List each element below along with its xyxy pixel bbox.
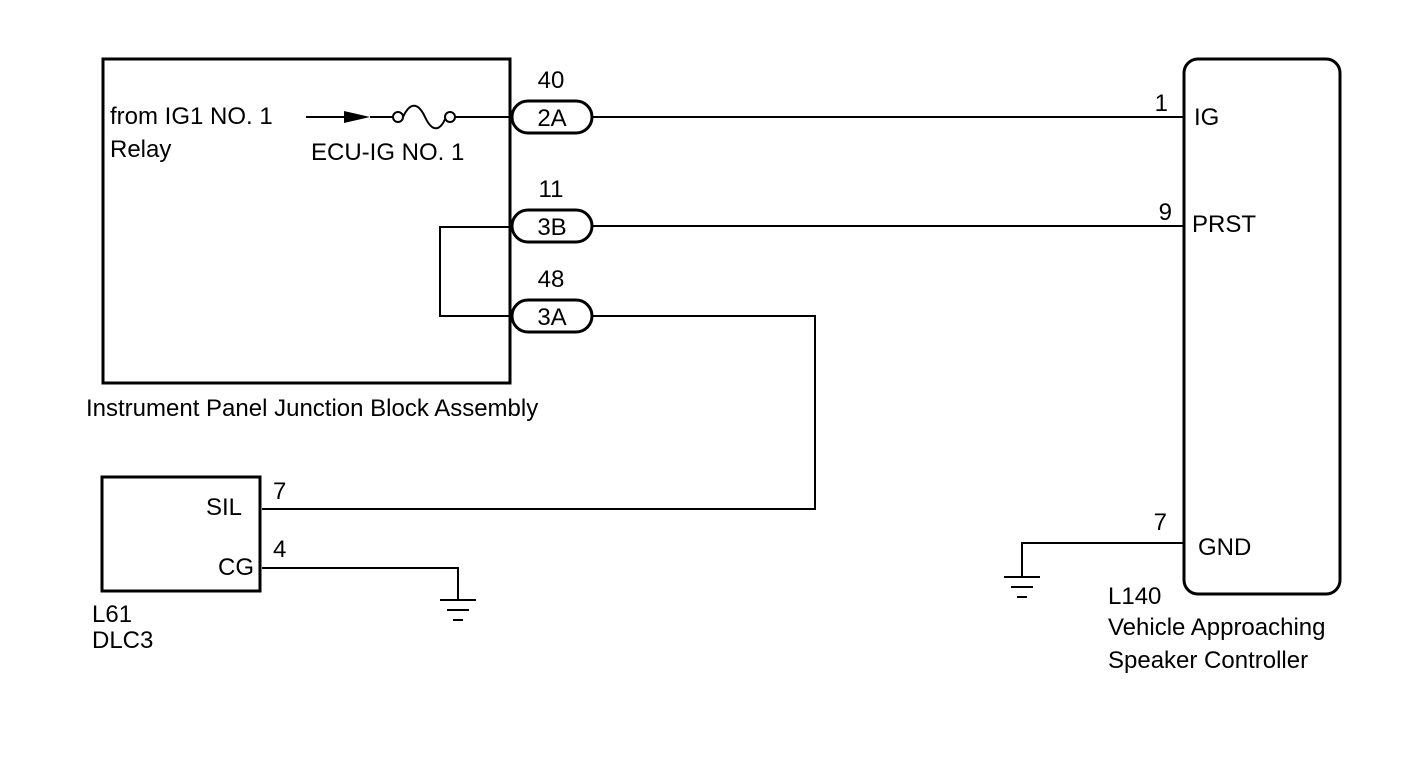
dlc3-outline (100, 475, 262, 593)
connector-3b-pin: 11 (539, 176, 564, 203)
fuse-label: ECU-IG NO. 1 (311, 139, 464, 166)
dlc3-pin-cg: 4 (273, 536, 286, 563)
connector-3a: 48 3A (510, 266, 594, 334)
feed-arrow (306, 111, 393, 123)
controller-pin-gnd: 7 (1154, 509, 1167, 536)
connector-3a-id: 3A (537, 304, 566, 331)
connector-2a: 40 2A (510, 67, 594, 135)
dlc3-name: DLC3 (92, 627, 153, 654)
speaker-controller-outline (1182, 57, 1342, 596)
source-label-line2: Relay (110, 136, 171, 163)
controller-name-line1: Vehicle Approaching (1108, 614, 1326, 641)
dlc3-terminal-sil: SIL (206, 494, 242, 521)
jumper-3b-3a (439, 226, 513, 317)
junction-block-name: Instrument Panel Junction Block Assembly (86, 395, 538, 422)
wire-cg (262, 567, 459, 600)
speaker-controller: 1 IG 9 PRST 7 GND L140 Vehicle Approachi… (1108, 57, 1342, 674)
controller-terminal-prst: PRST (1192, 211, 1256, 238)
source-label-line1: from IG1 NO. 1 (110, 103, 273, 130)
connector-3b: 11 3B (510, 176, 594, 244)
fuse-icon (392, 104, 456, 130)
dlc3-terminal-cg: CG (218, 554, 254, 581)
dlc3-code: L61 (92, 601, 132, 628)
junction-block: from IG1 NO. 1 Relay ECU-IG NO. 1 40 2A … (86, 57, 594, 422)
controller-code: L140 (1108, 583, 1161, 610)
connector-2a-id: 2A (537, 105, 566, 132)
junction-block-outline (101, 57, 512, 385)
dlc3-connector: SIL 7 CG 4 L61 DLC3 (92, 475, 286, 654)
wire-sil (262, 315, 816, 510)
connector-3a-pin: 48 (538, 266, 565, 293)
ground-icon-dlc3 (440, 599, 476, 621)
connector-2a-pin: 40 (538, 67, 565, 94)
connector-3b-id: 3B (537, 214, 566, 241)
controller-pin-ig: 1 (1155, 90, 1168, 117)
controller-pin-prst: 9 (1159, 199, 1172, 226)
dlc3-pin-sil: 7 (273, 478, 286, 505)
wire-gnd (1021, 542, 1184, 577)
controller-terminal-gnd: GND (1198, 534, 1251, 561)
controller-name-line2: Speaker Controller (1108, 647, 1308, 674)
ground-icon-controller (1004, 576, 1040, 598)
controller-terminal-ig: IG (1194, 104, 1219, 131)
